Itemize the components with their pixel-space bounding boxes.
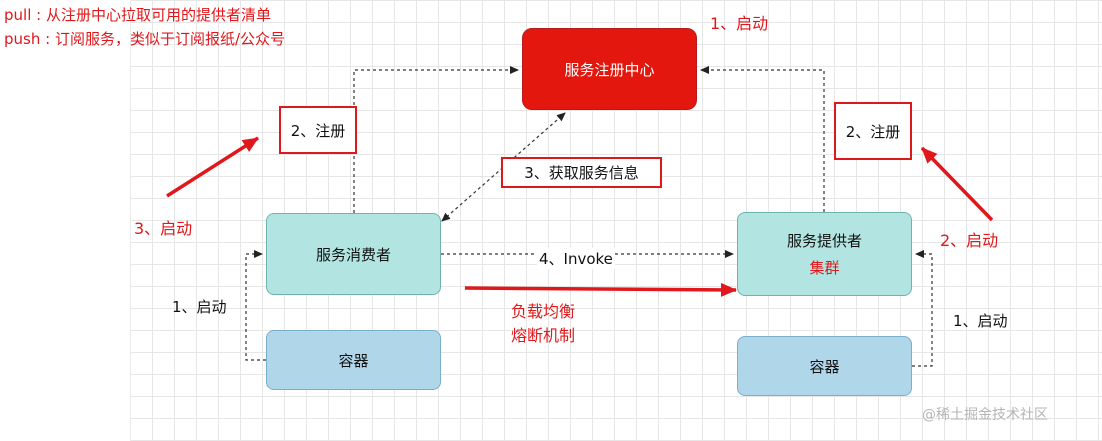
invoke-label: 4、Invoke — [537, 248, 615, 269]
provider-cluster-label: 集群 — [809, 259, 840, 277]
red-arrow-load-balance — [464, 282, 737, 297]
register-right-label: 2、注册 — [834, 102, 912, 160]
edge-container-right-start — [912, 250, 933, 367]
red-arrow-provider-start — [920, 146, 994, 222]
container-left-start-label: 1、启动 — [172, 298, 227, 316]
consumer-node[interactable]: 服务消费者 — [266, 213, 441, 295]
registry-node[interactable]: 服务注册中心 — [522, 28, 697, 110]
provider-start-label: 2、启动 — [940, 231, 999, 250]
provider-node[interactable]: 服务提供者 集群 — [737, 212, 912, 296]
edge-provider-register — [700, 66, 825, 212]
container-right-node[interactable]: 容器 — [737, 336, 912, 396]
note-pull: pull : 从注册中心拉取可用的提供者清单 — [4, 6, 271, 24]
container-left-node[interactable]: 容器 — [266, 330, 441, 390]
consumer-start-label: 3、启动 — [134, 219, 193, 238]
provider-label: 服务提供者 — [786, 232, 862, 250]
fetch-info-label: 3、获取服务信息 — [501, 157, 662, 188]
left-margin — [0, 0, 135, 441]
edge-consumer-register — [353, 66, 519, 213]
registry-start-label: 1、启动 — [710, 14, 769, 33]
edge-container-left-start — [245, 250, 266, 361]
register-left-label: 2、注册 — [279, 106, 357, 154]
container-right-start-label: 1、启动 — [953, 312, 1008, 330]
circuit-breaker-label: 熔断机制 — [511, 326, 576, 345]
red-arrow-consumer-start — [166, 136, 259, 198]
watermark: @稀土掘金技术社区 — [922, 407, 1048, 423]
load-balance-label: 负载均衡 — [511, 302, 576, 321]
note-push: push : 订阅服务，类似于订阅报纸/公众号 — [4, 30, 285, 48]
